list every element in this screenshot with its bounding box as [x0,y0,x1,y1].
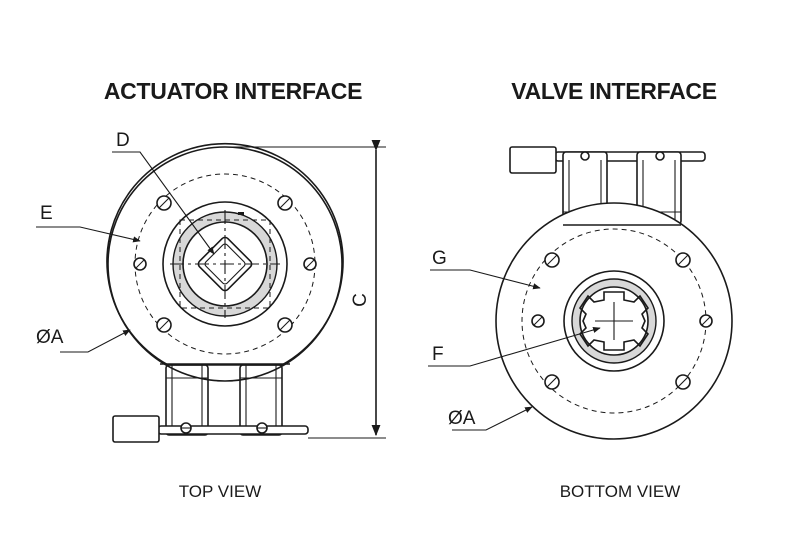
bottom-view-caption: BOTTOM VIEW [560,482,681,501]
label-G: G [432,248,447,269]
spline-F [578,291,650,351]
label-E: E [40,203,53,224]
label-C: C [350,293,371,307]
actuator-lever [112,415,160,443]
leader-D [112,151,215,255]
leader-A-right [452,406,533,431]
label-D: D [116,130,130,151]
central-boss-outer [162,201,288,327]
valve-interface-title: VALVE INTERFACE [511,78,717,104]
valve-lever [509,146,557,174]
leader-F [428,326,601,367]
label-A-right: ØA [448,408,476,429]
top-view-drawing [36,139,386,443]
bolt-holes-bottom-view [531,252,713,390]
label-F: F [432,344,444,365]
actuator-bracket-left [165,364,209,436]
top-view-caption: TOP VIEW [179,482,262,501]
body-circle [107,146,343,382]
leader-A-left [60,329,131,353]
valve-boss-outer [563,270,665,372]
actuator-interface-title: ACTUATOR INTERFACE [104,78,362,104]
leader-E [36,226,141,243]
bolt-holes-top-view [133,195,317,333]
bottom-view-drawing [428,146,733,440]
label-A-left: ØA [36,327,64,348]
leader-G [430,269,541,290]
